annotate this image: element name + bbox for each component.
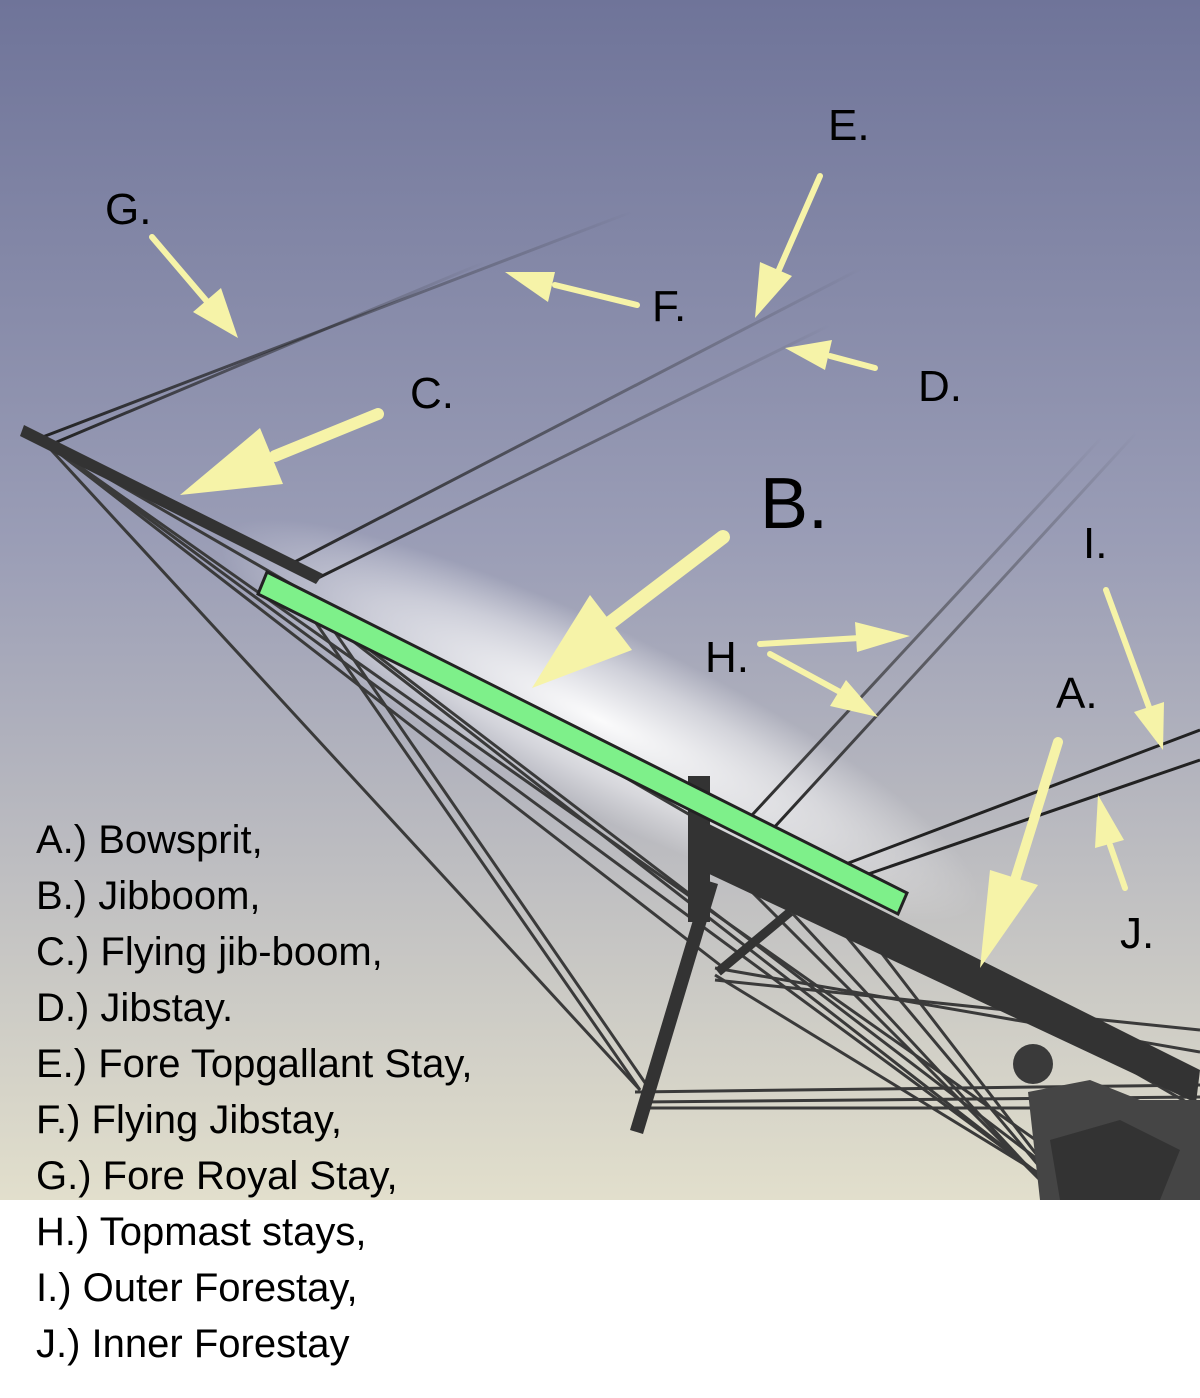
pointer-arrows	[149, 173, 1164, 968]
legend-item-a: A.) Bowsprit,	[36, 818, 263, 862]
topmast-stay-line-1	[738, 435, 1104, 830]
arrow-f	[552, 282, 640, 308]
label-j: J.	[1120, 909, 1155, 958]
label-h: H.	[705, 633, 749, 682]
label-d: D.	[918, 362, 962, 411]
arrow-c	[269, 408, 384, 462]
legend: A.) Bowsprit, B.) Jibboom, C.) Flying ji…	[36, 812, 473, 1372]
dolphin-striker	[630, 880, 718, 1134]
legend-item-h: H.) Topmast stays,	[36, 1210, 367, 1254]
arrow-g	[149, 234, 213, 308]
jibboom-glow	[220, 518, 980, 922]
arrow-i	[1103, 587, 1153, 713]
inner-forestay-line	[844, 758, 1200, 884]
legend-item-i: I.) Outer Forestay,	[36, 1266, 358, 1310]
arrow-j	[1107, 842, 1128, 891]
label-c: C.	[410, 369, 454, 418]
arrow-h-lower	[767, 651, 843, 695]
arrow-d	[827, 353, 878, 371]
bowsprit	[705, 822, 1200, 1103]
fore-topgallant-stay-line	[284, 266, 863, 569]
label-f: F.	[652, 282, 687, 331]
arrow-b	[603, 530, 730, 630]
jibstay-line	[317, 323, 831, 580]
hull-bow-shade	[1050, 1120, 1180, 1200]
label-b: B.	[760, 464, 829, 544]
legend-item-c: C.) Flying jib-boom,	[36, 930, 383, 974]
legend-item-g: G.) Fore Royal Stay,	[36, 1154, 398, 1198]
outer-forestay-line	[829, 728, 1200, 872]
legend-item-j: J.) Inner Forestay	[36, 1322, 350, 1366]
flying-jib-boom	[20, 425, 323, 584]
topmast-stay-line-2	[768, 430, 1139, 834]
legend-item-f: F.) Flying Jibstay,	[36, 1098, 342, 1142]
legend-item-b: B.) Jibboom,	[36, 874, 261, 918]
jibboom	[256, 569, 909, 917]
legend-item-d: D.) Jibstay.	[36, 986, 234, 1030]
striker-brace	[715, 908, 793, 976]
label-i: I.	[1083, 519, 1108, 568]
legend-item-e: E.) Fore Topgallant Stay,	[36, 1042, 473, 1086]
label-g: G.	[105, 185, 152, 234]
arrow-e	[775, 173, 823, 275]
rigging-diagram	[0, 0, 1200, 1200]
upper-stays	[39, 209, 1200, 884]
label-a: A.	[1056, 669, 1098, 718]
flying-jibstay-line	[51, 260, 486, 446]
arrow-h-upper	[757, 635, 863, 647]
hull-cathead	[1013, 1044, 1053, 1084]
label-e: E.	[828, 101, 870, 150]
arrow-a	[1010, 737, 1063, 885]
